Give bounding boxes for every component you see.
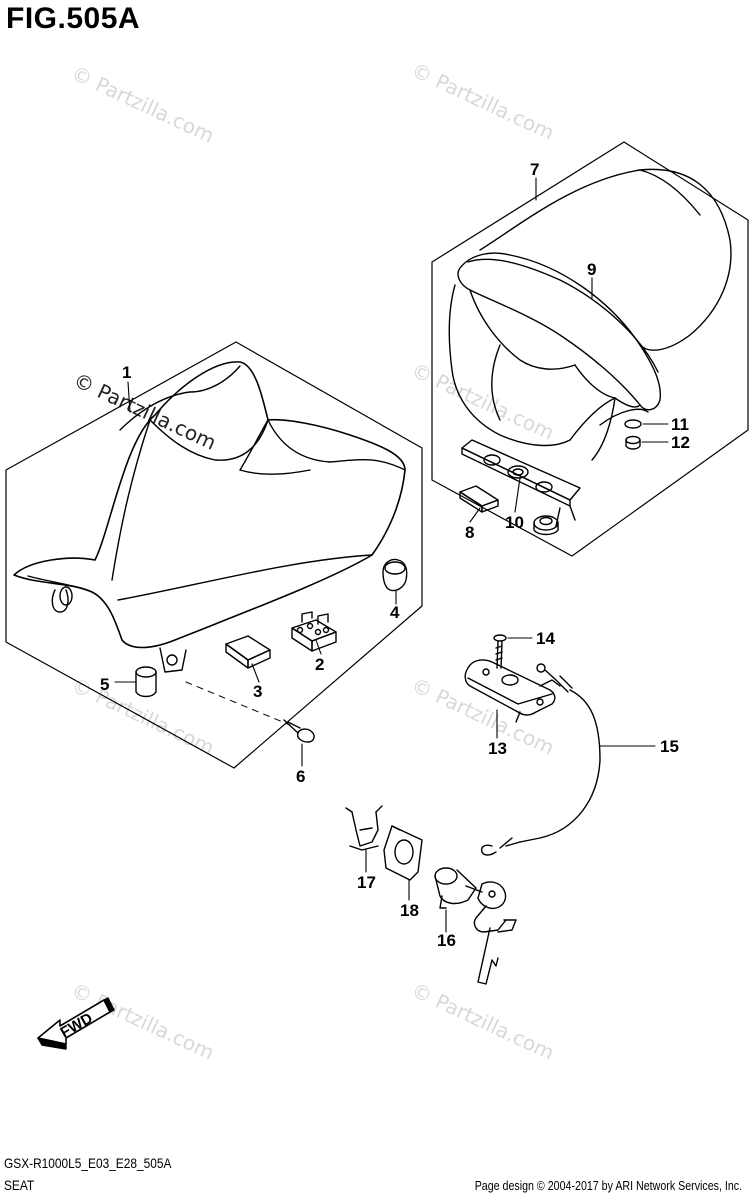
callout-10: 10 (505, 513, 524, 532)
seat-tail-part-7 (448, 168, 732, 461)
callout-6: 6 (296, 767, 305, 786)
callout-13: 13 (488, 739, 507, 758)
callout-11: 11 (671, 415, 689, 434)
callout-12: 12 (671, 433, 690, 452)
cushion-part-5 (135, 666, 157, 698)
cover-part-18 (383, 825, 423, 881)
callout-4: 4 (390, 603, 400, 622)
callout-16: 16 (437, 931, 456, 950)
front-seat-group-box (5, 341, 423, 769)
callout-14: 14 (536, 629, 555, 648)
callout-5: 5 (100, 675, 109, 694)
nut-part-12 (625, 435, 641, 450)
clip-part-17 (345, 805, 383, 851)
seat-lock-part-13 (464, 659, 561, 723)
model-code: GSX-R1000L5_E03_E28_505A (4, 1155, 172, 1171)
washer-part-11 (624, 419, 642, 429)
watermark: © Partzilla.com (408, 978, 558, 1065)
callout-9: 9 (587, 260, 596, 279)
callout-18: 18 (400, 901, 419, 920)
cable-part-15 (480, 663, 601, 856)
callout-3: 3 (253, 682, 262, 701)
watermark: © Partzilla.com (68, 61, 218, 148)
callout-15: 15 (660, 737, 679, 756)
callout-1: 1 (122, 363, 131, 382)
lock-set-part-16 (434, 867, 517, 985)
copyright-notice: Page design © 2004-2017 by ARI Network S… (474, 1178, 742, 1193)
bolt-part-6 (185, 681, 315, 743)
section-name: SEAT (4, 1177, 35, 1193)
watermark: © Partzilla.com (408, 58, 558, 145)
bracket-part-10 (461, 439, 581, 527)
rubber-part-3 (225, 635, 271, 669)
leader-lines (114, 177, 669, 933)
fwd-arrow: FWD (37, 997, 115, 1050)
watermark: © Partzilla.com (408, 358, 558, 445)
grommet-part-10b (533, 515, 559, 536)
callouts: 1 2 3 4 5 6 7 8 9 10 11 12 13 14 15 16 1… (100, 160, 690, 950)
screw-part-14 (493, 634, 507, 669)
watermark: © Partzilla.com (70, 368, 220, 455)
callout-17: 17 (357, 873, 376, 892)
rear-seat-group-box (431, 141, 749, 557)
callout-7: 7 (530, 160, 539, 179)
figure-title: FIG.505A (6, 2, 141, 35)
cushion-part-4 (382, 558, 408, 592)
callout-8: 8 (465, 523, 474, 542)
front-seat-part-1 (13, 361, 406, 673)
callout-2: 2 (315, 655, 324, 674)
rubber-part-2 (291, 611, 337, 652)
rubber-part-8 (459, 485, 499, 513)
